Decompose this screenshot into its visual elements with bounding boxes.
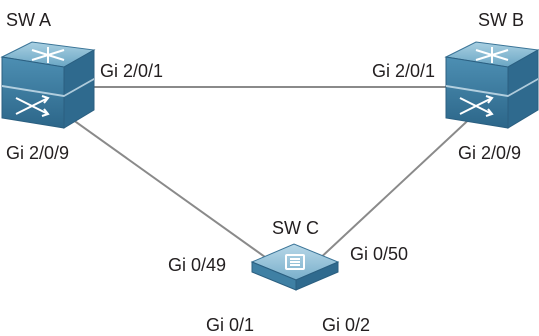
core-switch-icon [444,41,539,129]
port-label-swc-to-swa: Gi 0/49 [168,255,226,275]
sw-c-label: SW C [272,218,319,238]
port-label-swc-port-2: Gi 0/2 [322,315,370,335]
port-label-swb-to-swc: Gi 2/0/9 [458,143,521,163]
port-label-swa-to-swb: Gi 2/0/1 [100,61,163,81]
core-switch-icon [0,41,96,129]
sw-a-label: SW A [6,10,51,30]
port-label-swb-to-swa: Gi 2/0/1 [372,61,435,81]
access-switch-icon [250,243,340,291]
port-label-swc-port-1: Gi 0/1 [206,315,254,335]
sw-b-label: SW B [478,10,524,30]
port-label-swc-to-swb: Gi 0/50 [350,244,408,264]
port-label-swa-to-swc: Gi 2/0/9 [6,143,69,163]
link-swb-swc [315,111,478,263]
link-swa-swc [61,111,273,263]
